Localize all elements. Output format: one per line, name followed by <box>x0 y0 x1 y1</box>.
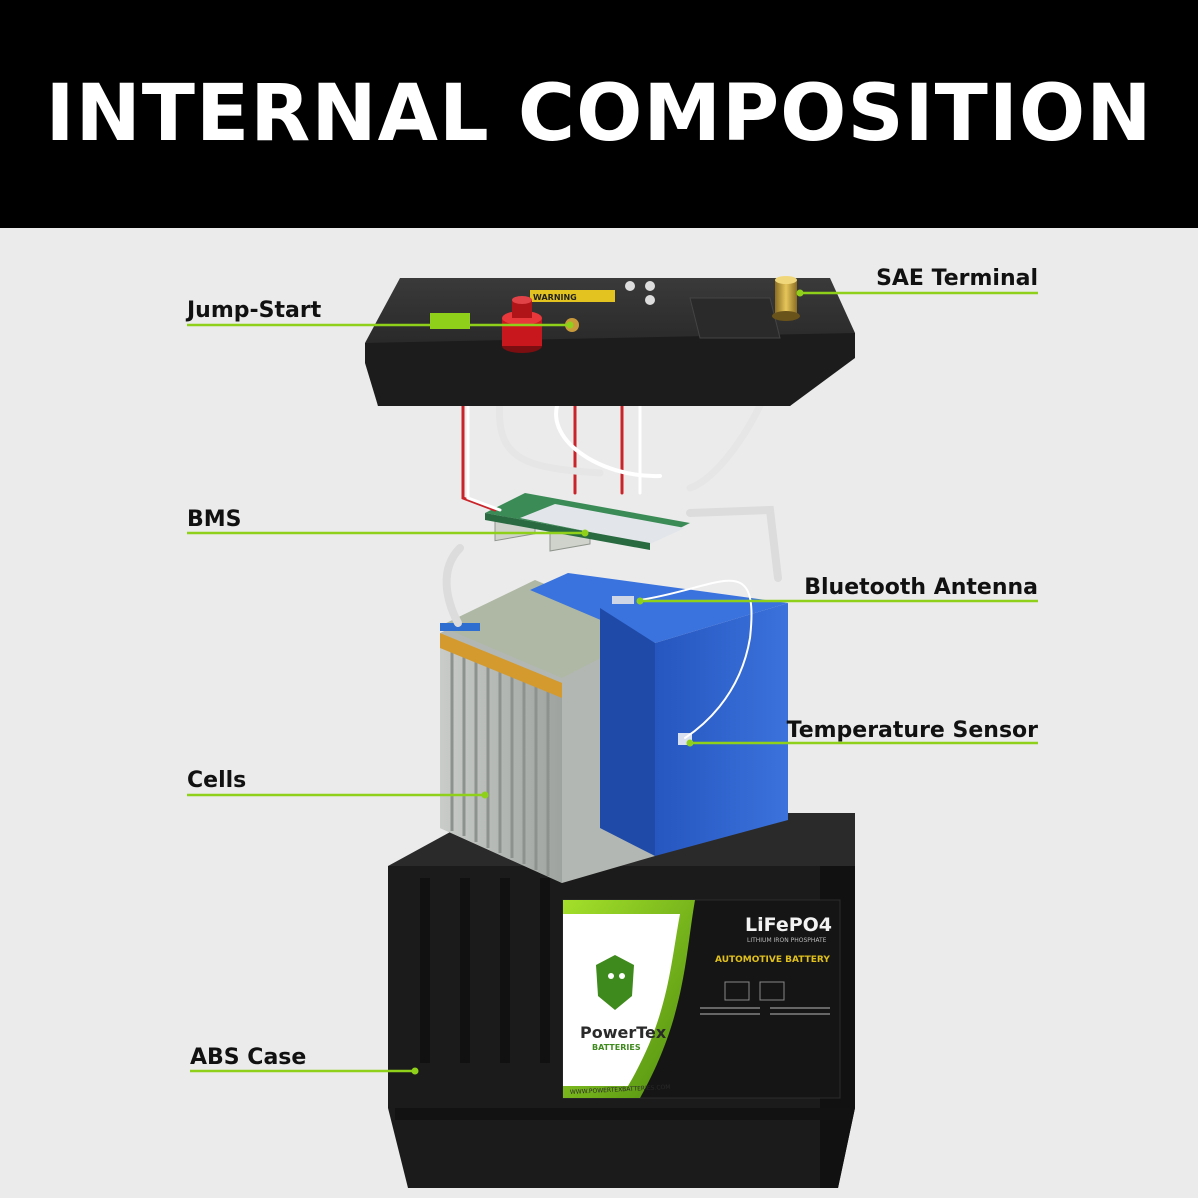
sae-terminal-post <box>772 276 800 321</box>
battery-illustration: WARNING LiFePO4 LITHIUM IRON PHOSPHATE A… <box>187 276 1038 1188</box>
label-sae-terminal: SAE Terminal <box>876 266 1038 291</box>
battery-lid <box>365 276 855 406</box>
brand-subtext: BATTERIES <box>592 1043 641 1052</box>
brand-text: PowerTex <box>580 1023 667 1042</box>
label-temperature-sensor: Temperature Sensor <box>786 718 1038 743</box>
label-bluetooth-antenna: Bluetooth Antenna <box>804 575 1038 600</box>
product-type-text: AUTOMOTIVE BATTERY <box>715 955 830 965</box>
jump-start-post <box>502 296 542 353</box>
label-bms: BMS <box>187 507 242 532</box>
label-abs-case: ABS Case <box>190 1045 307 1070</box>
cell-housing <box>530 573 788 856</box>
chemistry-text: LiFePO4 <box>745 914 832 936</box>
lid-warning-text: WARNING <box>533 293 577 302</box>
chemistry-subtext: LITHIUM IRON PHOSPHATE <box>747 937 827 944</box>
label-jump-start: Jump-Start <box>187 298 322 323</box>
page-title: INTERNAL COMPOSITION <box>45 69 1153 159</box>
label-cells: Cells <box>187 768 247 793</box>
bms-board <box>485 493 690 550</box>
exploded-battery-diagram: WARNING LiFePO4 LITHIUM IRON PHOSPHATE A… <box>0 228 1198 1198</box>
leader-dots <box>411 289 804 1075</box>
leader-lines <box>187 291 1038 1073</box>
abs-case <box>388 813 855 1188</box>
title-banner: INTERNAL COMPOSITION <box>0 0 1198 228</box>
case-branding: WARNING LiFePO4 LITHIUM IRON PHOSPHATE A… <box>533 293 832 1096</box>
